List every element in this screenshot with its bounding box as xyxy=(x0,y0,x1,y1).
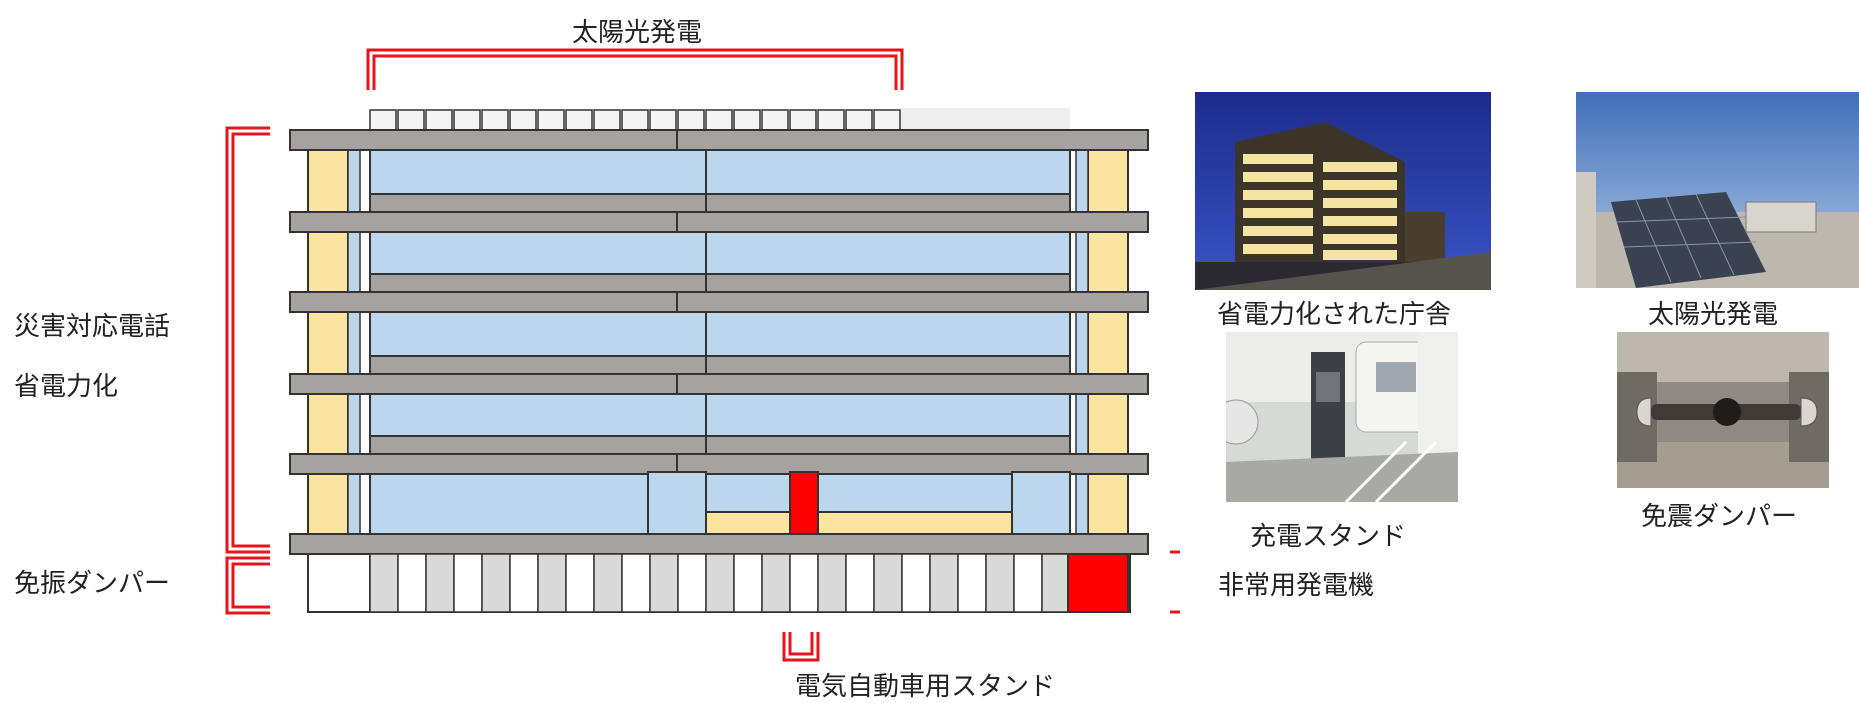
balcony-slab xyxy=(369,193,1071,213)
solar-panel-cell xyxy=(537,109,565,131)
floors xyxy=(289,129,1149,535)
floor-slab xyxy=(289,291,1149,313)
solar-panel-cell xyxy=(397,109,425,131)
window-band xyxy=(369,311,1071,357)
base-cell xyxy=(397,553,427,613)
ground-slab xyxy=(289,533,1149,555)
balcony-slab xyxy=(369,273,1071,293)
solar-panel-cell xyxy=(593,109,621,131)
solar-panel-cell xyxy=(705,109,733,131)
base-cell xyxy=(901,553,931,613)
solar-panel-cell xyxy=(817,109,845,131)
photo-damper xyxy=(1617,332,1829,488)
base-cell xyxy=(509,553,539,613)
left-column-glass xyxy=(347,147,361,537)
base-cell xyxy=(453,553,483,613)
building-diagram xyxy=(225,48,1180,662)
solar-panel-cell xyxy=(789,109,817,131)
photo-building-caption: 省電力化された庁舎 xyxy=(1217,300,1452,330)
base-cell xyxy=(537,553,567,613)
power-saving-label: 省電力化 xyxy=(14,372,119,402)
base-cell xyxy=(957,553,987,613)
photo-solar-caption: 太陽光発電 xyxy=(1648,300,1779,330)
base-cell xyxy=(929,553,959,613)
roof-equipment xyxy=(900,108,1070,130)
solar-panel-cell xyxy=(873,109,901,131)
base-cell xyxy=(649,553,679,613)
base-cell xyxy=(369,553,399,613)
base-cell xyxy=(817,553,847,613)
solar-panel-cell xyxy=(565,109,593,131)
base-cell xyxy=(677,553,707,613)
photo-damper-caption: 免震ダンパー xyxy=(1641,502,1798,532)
photo-charger xyxy=(1226,332,1458,502)
ground-counter xyxy=(705,511,1013,535)
photo-charger-caption: 充電スタンド xyxy=(1250,522,1407,552)
ground-entrance-left xyxy=(647,471,707,535)
floor-slab xyxy=(289,373,1149,395)
solar-label: 太陽光発電 xyxy=(572,18,703,48)
solar-bracket xyxy=(366,48,904,90)
base-cell xyxy=(705,553,735,613)
solar-panel-cell xyxy=(425,109,453,131)
base-cell xyxy=(845,553,875,613)
solar-panel-cell xyxy=(369,109,397,131)
base-cell xyxy=(593,553,623,613)
ground-window-center xyxy=(705,473,1013,515)
base-cell xyxy=(733,553,763,613)
solar-panel-cell xyxy=(481,109,509,131)
base-cell xyxy=(425,553,455,613)
base-cell xyxy=(621,553,651,613)
photo-building xyxy=(1195,92,1491,290)
ground-window-left xyxy=(369,473,649,535)
ev-stand-bracket xyxy=(782,632,820,662)
solar-panel-cell xyxy=(733,109,761,131)
base-cell xyxy=(789,553,819,613)
base-cell xyxy=(985,553,1015,613)
solar-panel-cell xyxy=(621,109,649,131)
emergency-generator-label: 非常用発電機 xyxy=(1218,571,1375,601)
left-main-bracket xyxy=(225,126,270,554)
base-cell xyxy=(1041,553,1071,613)
solar-panels xyxy=(369,109,901,131)
base-isolation-layer xyxy=(307,553,1131,613)
base-cell xyxy=(761,553,791,613)
disaster-phone-label: 災害対応電話 xyxy=(14,312,171,342)
floor-slab xyxy=(289,129,1149,151)
solar-panel-cell xyxy=(845,109,873,131)
base-cell xyxy=(307,553,371,613)
ev-stand-label: 電気自動車用スタンド xyxy=(795,672,1056,702)
right-column xyxy=(1087,147,1129,537)
ground-entrance-right xyxy=(1011,471,1071,535)
balcony-slab xyxy=(369,355,1071,375)
damper-bracket xyxy=(225,556,270,615)
solar-panel-cell xyxy=(677,109,705,131)
window-band xyxy=(369,393,1071,437)
seismic-damper-label: 免振ダンパー xyxy=(14,569,171,599)
right-column-glass xyxy=(1075,147,1089,537)
floor-slab xyxy=(289,211,1149,233)
solar-panel-cell xyxy=(453,109,481,131)
window-band xyxy=(369,231,1071,275)
left-column xyxy=(307,147,349,537)
solar-panel-cell xyxy=(761,109,789,131)
solar-panel-cell xyxy=(509,109,537,131)
ev-stand-marker xyxy=(789,471,819,535)
solar-panel-cell xyxy=(649,109,677,131)
generator-bracket xyxy=(1170,550,1180,614)
base-cell xyxy=(1013,553,1043,613)
base-cell xyxy=(873,553,903,613)
base-cell xyxy=(565,553,595,613)
base-cell xyxy=(481,553,511,613)
balcony-slab xyxy=(369,435,1071,455)
photo-solar xyxy=(1576,92,1859,288)
emergency-generator-block xyxy=(1067,553,1129,613)
window-band xyxy=(369,149,1071,195)
